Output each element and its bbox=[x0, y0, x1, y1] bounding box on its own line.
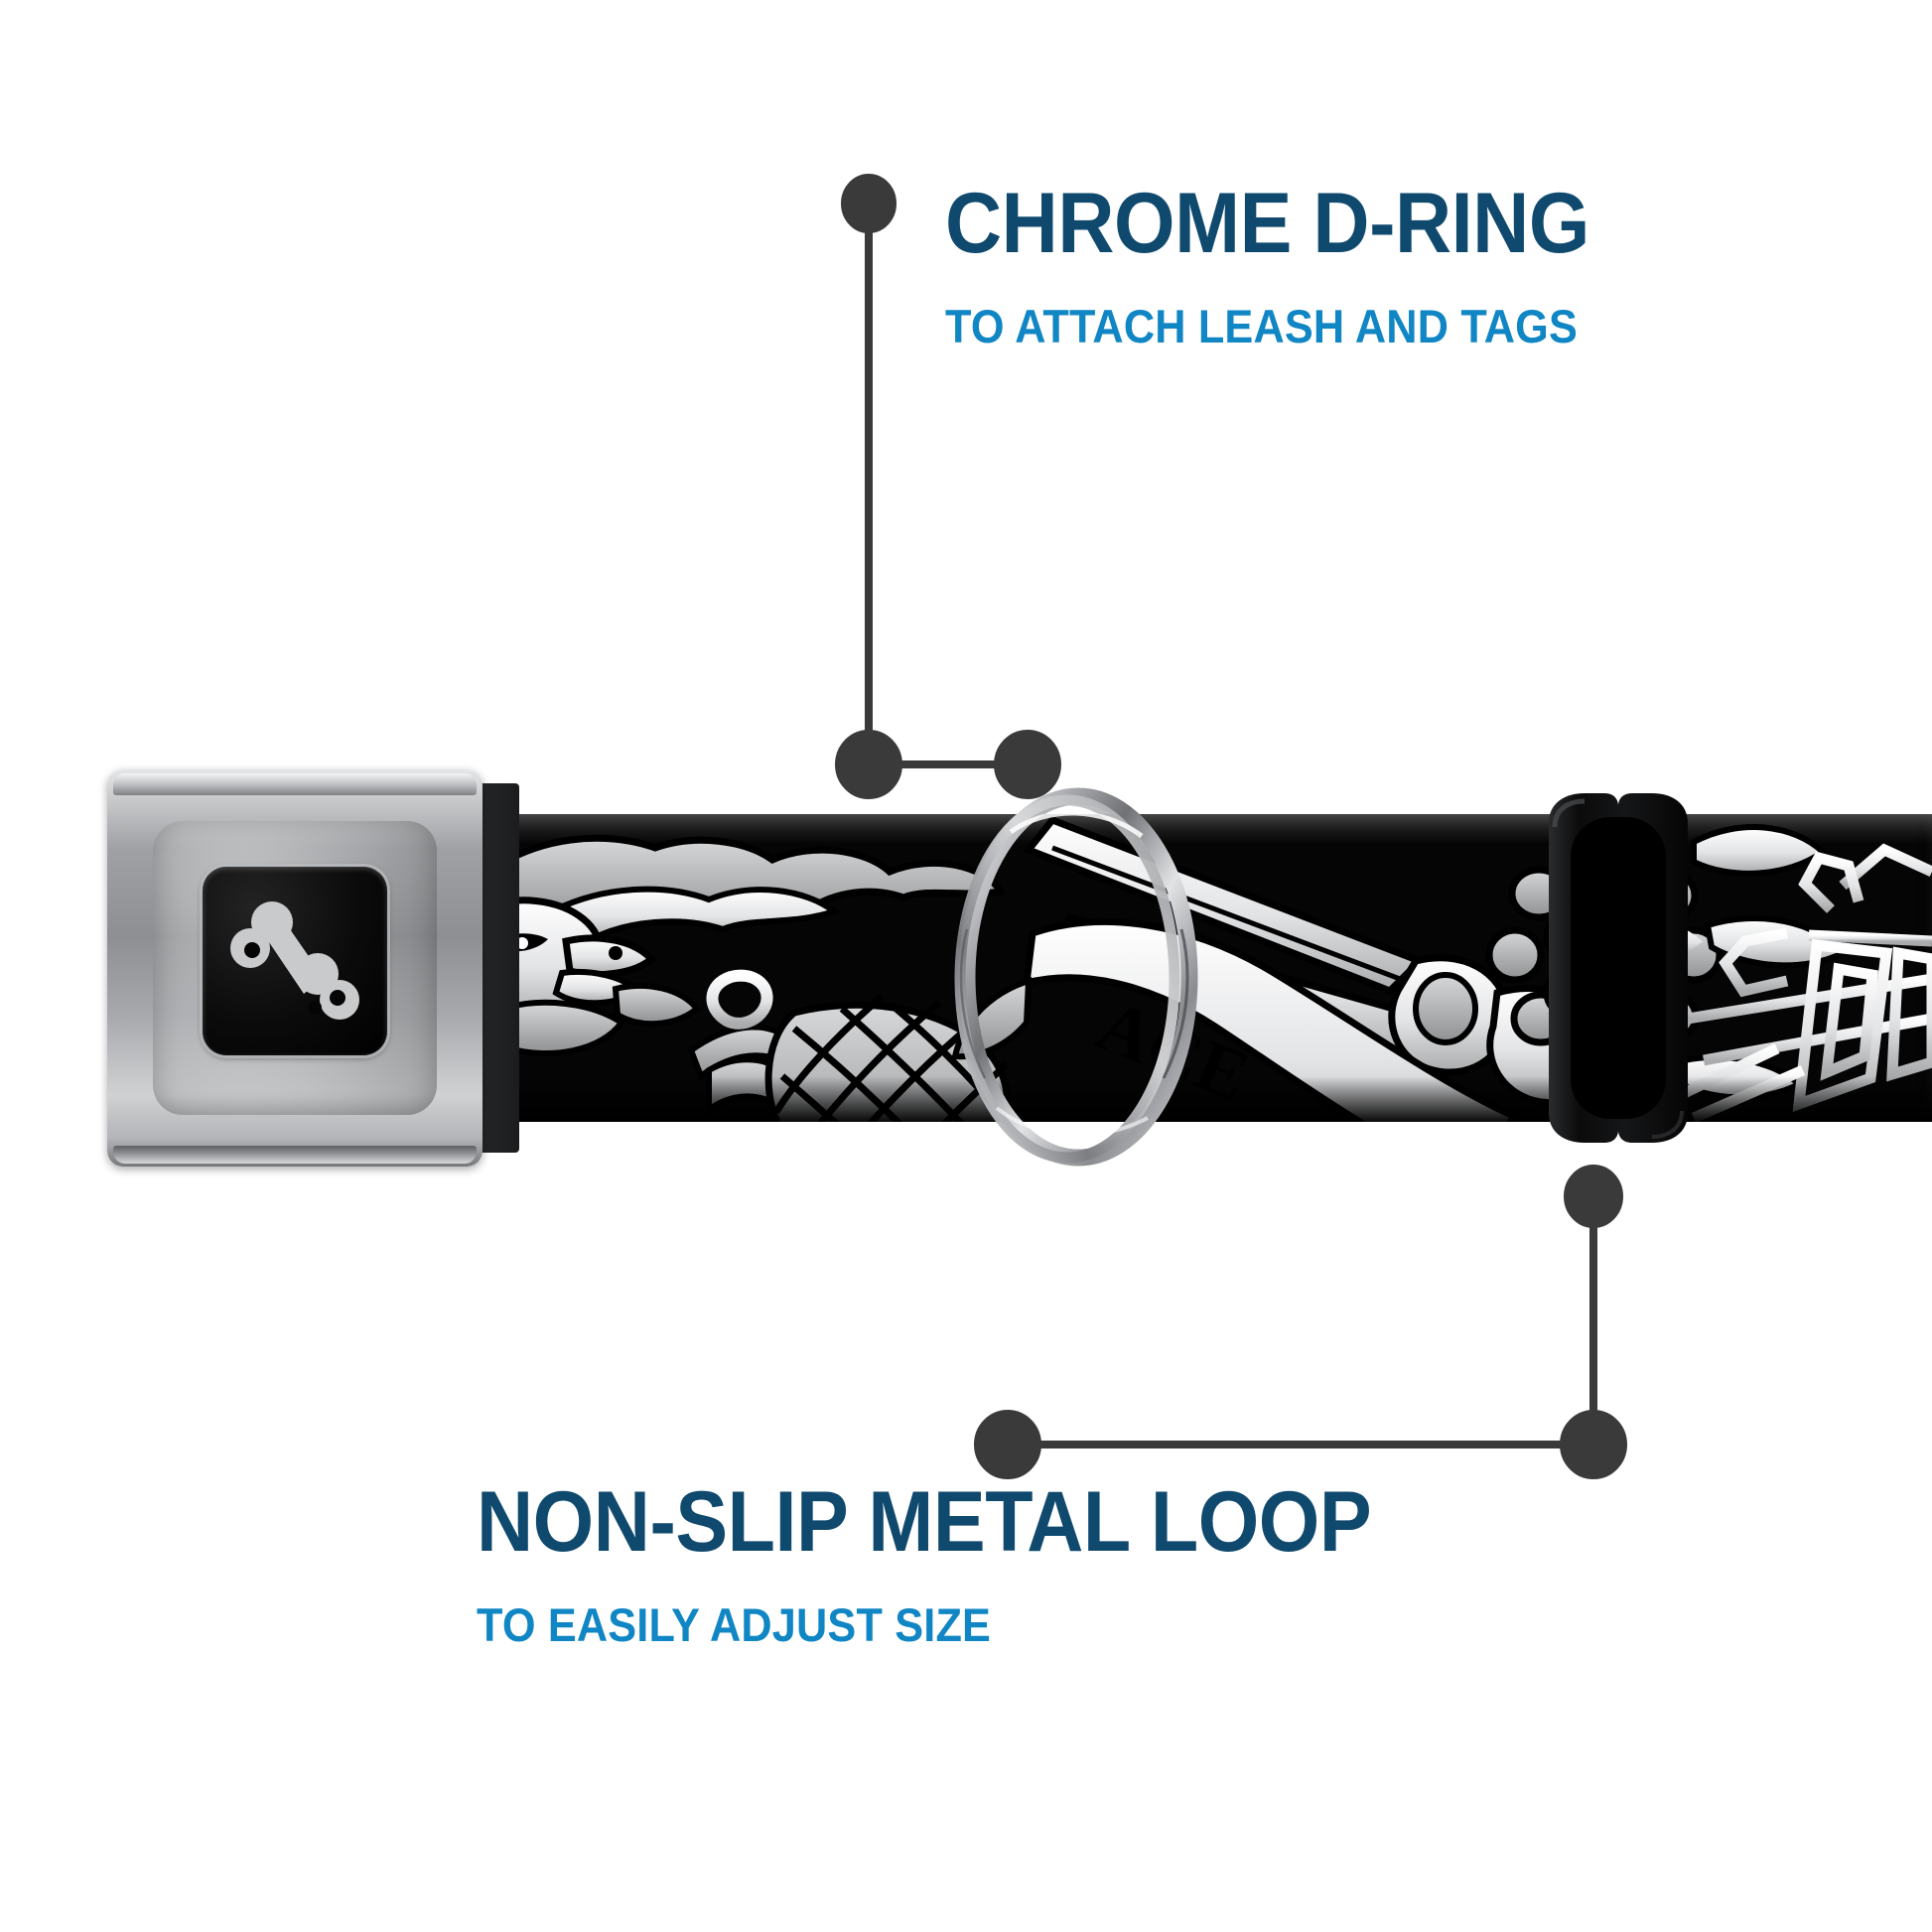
chrome-d-ring: chrome d-ring bbox=[951, 780, 1199, 1173]
metal-loop-shape bbox=[1549, 793, 1688, 1143]
callout-title-chrome-d-ring: CHROME D-RING bbox=[945, 176, 1589, 271]
buckle-logo-plate bbox=[203, 867, 387, 1055]
collar-strap: black webbing strap with black and white… bbox=[496, 814, 1932, 1122]
buckle-label: chrome seatbelt buckle bbox=[107, 769, 108, 770]
callout-title-metal-loop: NON-SLIP METAL LOOP bbox=[477, 1474, 1372, 1570]
buckle-body bbox=[107, 769, 483, 1167]
callout-subtitle-chrome-d-ring: TO ATTACH LEASH AND TAGS bbox=[945, 300, 1578, 352]
buckle-top-lip bbox=[113, 773, 477, 795]
metal-adjuster-loop: black non-slip metal adjuster loop bbox=[1519, 789, 1718, 1147]
art-eagle bbox=[496, 834, 1007, 1056]
dog-bone-icon bbox=[230, 901, 359, 1020]
seatbelt-buckle: chrome seatbelt buckle bbox=[107, 769, 519, 1167]
d-ring-shape bbox=[954, 787, 1198, 1167]
callout-subtitle-metal-loop: TO EASILY ADJUST SIZE bbox=[477, 1598, 992, 1651]
buckle-bottom-lip bbox=[113, 1146, 477, 1164]
